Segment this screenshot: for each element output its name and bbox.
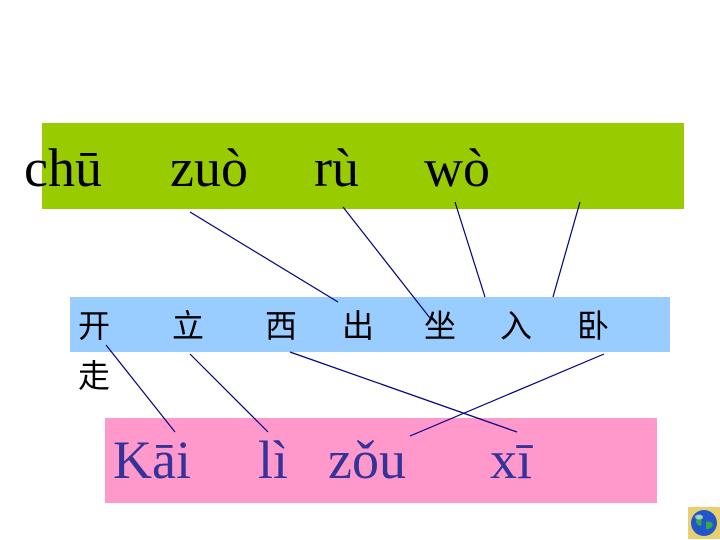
character-zuo: 坐 bbox=[424, 307, 457, 345]
pinyin-kai: Kāi bbox=[113, 430, 191, 490]
character-xi: 西 bbox=[265, 307, 298, 345]
pinyin-zuo: zuò bbox=[170, 138, 248, 198]
character-chu: 出 bbox=[342, 307, 375, 345]
character-li: 立 bbox=[172, 307, 205, 345]
pinyin-ru: rù bbox=[314, 138, 359, 198]
character-wo: 卧 bbox=[577, 307, 610, 345]
top-pinyin-band bbox=[42, 123, 684, 209]
match-line-wo-ru bbox=[454, 201, 486, 298]
match-line-end-wo bbox=[552, 201, 581, 298]
globe-icon[interactable] bbox=[688, 507, 720, 539]
pinyin-chu: chū bbox=[24, 138, 102, 198]
pinyin-wo: wò bbox=[424, 138, 490, 198]
pinyin-xi: xī bbox=[490, 430, 533, 490]
pinyin-zou: zǒu bbox=[328, 430, 406, 490]
pinyin-li: lì bbox=[258, 430, 289, 490]
character-zou: 走 bbox=[78, 357, 111, 395]
match-line-zuo-chu bbox=[189, 211, 339, 303]
character-kai: 开 bbox=[78, 307, 111, 345]
character-ru: 入 bbox=[500, 307, 533, 345]
